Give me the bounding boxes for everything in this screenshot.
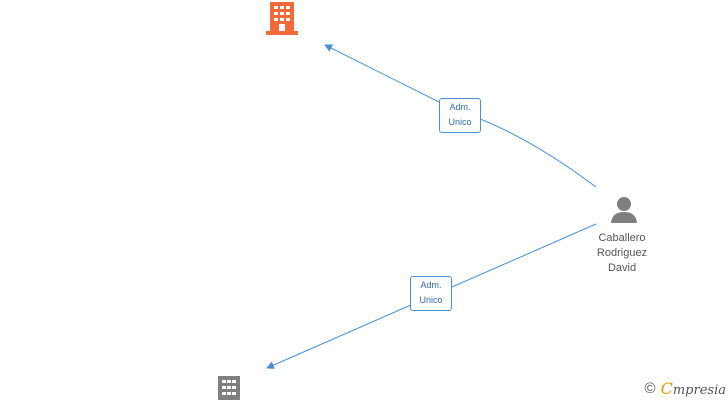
building-icon[interactable] [266,1,298,35]
person-name-line: Rodriguez [596,247,648,259]
person-name-line: Caballero [598,232,646,244]
edge-label-role: Adm. Unico [410,276,452,311]
brand-logo-initial: C [660,379,673,398]
brand-logo-text: mpresia [672,383,726,398]
edge-label-line: Adm. [420,280,442,290]
edge-label-line: Adm. [449,102,471,112]
brand-watermark: © Cmpresia [645,379,726,398]
person-name[interactable]: Caballero Rodriguez David [577,231,667,276]
building-icon[interactable] [216,376,242,400]
copyright-symbol: © [644,380,656,397]
person-name-line: David [607,262,637,274]
edge-label-line: Unico [419,295,443,305]
brand-logo: Cmpresia [661,379,726,398]
edge-label-line: Unico [448,117,472,127]
edge-label-role: Adm. Unico [439,98,481,133]
person-icon[interactable] [610,196,638,224]
